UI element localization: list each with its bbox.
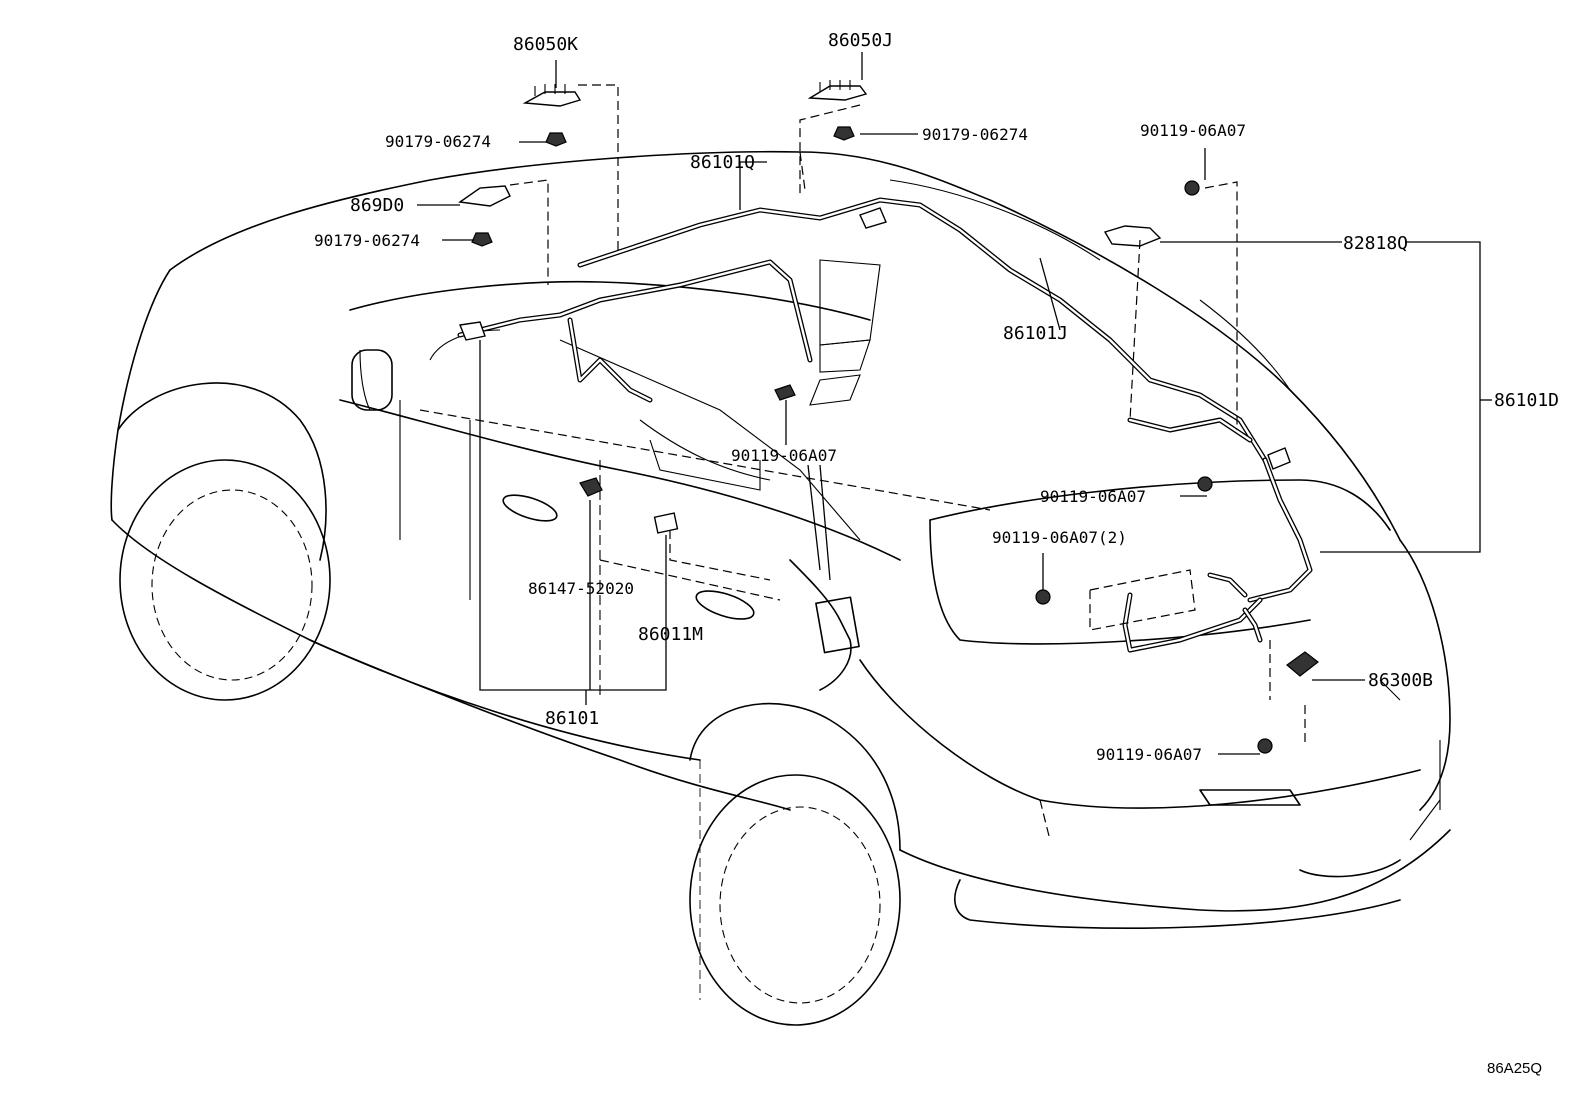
leader-lines [417, 52, 1492, 755]
label-869D0: 869D0 [350, 195, 404, 216]
label-90179-a: 90179-06274 [385, 132, 491, 151]
label-90119-bottom: 90119-06A07 [1096, 745, 1202, 764]
label-82818Q: 82818Q [1343, 233, 1408, 254]
label-90119-right: 90119-06A07 [1040, 487, 1146, 506]
label-86011M: 86011M [638, 624, 703, 645]
vehicle-body [110, 150, 1451, 1026]
label-90119-x2: 90119-06A07(2) [992, 528, 1127, 547]
label-86101: 86101 [545, 708, 599, 729]
label-86101J: 86101J [1003, 323, 1068, 344]
label-90119-mid: 90119-06A07 [731, 446, 837, 465]
label-90179-b: 90179-06274 [922, 125, 1028, 144]
components [458, 80, 1319, 754]
label-90179-c: 90179-06274 [314, 231, 420, 250]
label-86050K: 86050K [513, 34, 578, 55]
label-86101D: 86101D [1494, 390, 1559, 411]
label-86101Q: 86101Q [690, 152, 755, 173]
label-86050J: 86050J [828, 30, 893, 51]
part-labels: 86050K 86050J 90179-06274 90179-06274 86… [314, 30, 1559, 1077]
label-86147: 86147-52020 [528, 579, 634, 598]
diagram-id: 86A25Q [1487, 1060, 1542, 1077]
wire-harnesses [457, 197, 1313, 653]
reference-lines [509, 84, 1306, 745]
label-86300B: 86300B [1368, 670, 1433, 691]
label-90119-top: 90119-06A07 [1140, 121, 1246, 140]
